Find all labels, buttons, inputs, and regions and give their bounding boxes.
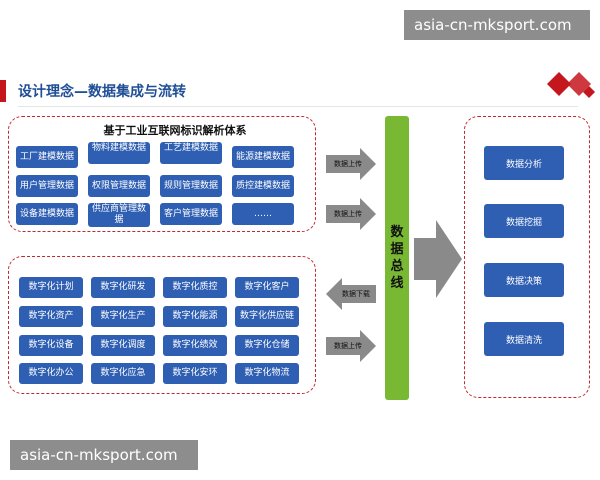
output-cell: 数据决策 bbox=[484, 263, 564, 297]
digital-cell: 数字化安环 bbox=[163, 363, 227, 384]
download-arrow-icon bbox=[326, 278, 376, 310]
model-cell: 客户管理数据 bbox=[160, 203, 222, 225]
model-group-title: 基于工业互联网标识解析体系 bbox=[103, 124, 247, 137]
upload-arrow-icon bbox=[326, 148, 376, 180]
arrow-label: 数据上传 bbox=[334, 210, 362, 218]
digital-cell: 数字化物流 bbox=[235, 363, 299, 384]
model-cell: 能源建模数据 bbox=[232, 146, 294, 168]
digital-cell: 数字化办公 bbox=[19, 363, 83, 384]
data-bus-label: 数据总线 bbox=[390, 225, 404, 291]
title-accent-bar bbox=[0, 80, 6, 102]
digital-cell: 数字化仓储 bbox=[235, 335, 299, 356]
watermark-top: asia-cn-mksport.com bbox=[404, 10, 590, 40]
model-data-group bbox=[8, 116, 316, 232]
model-cell: 工艺建模数据 bbox=[160, 142, 222, 164]
arrow-label: 数据上传 bbox=[334, 342, 362, 350]
digital-cell: 数字化研发 bbox=[91, 277, 155, 298]
output-cell: 数据分析 bbox=[484, 146, 564, 180]
output-arrow-icon bbox=[414, 220, 462, 298]
digital-cell: 数字化应急 bbox=[91, 363, 155, 384]
slide: 设计理念—数据集成与流转 基于工业互联网标识解析体系 工厂建模数据 物料建模数据… bbox=[0, 58, 600, 410]
model-cell: 规则管理数据 bbox=[160, 175, 222, 197]
model-cell: 质控建模数据 bbox=[232, 175, 294, 197]
digital-cell: 数字化计划 bbox=[19, 277, 83, 298]
data-application-group bbox=[464, 116, 590, 398]
model-cell: 用户管理数据 bbox=[16, 175, 78, 197]
digital-cell: 数字化生产 bbox=[91, 306, 155, 327]
model-cell: 物料建模数据 bbox=[88, 142, 150, 164]
title-divider bbox=[18, 106, 578, 107]
watermark-bottom: asia-cn-mksport.com bbox=[10, 440, 198, 470]
digital-cell: 数字化客户 bbox=[235, 277, 299, 298]
digital-cell: 数字化质控 bbox=[163, 277, 227, 298]
model-cell: 设备建模数据 bbox=[16, 203, 78, 225]
output-cell: 数据清洗 bbox=[484, 322, 564, 356]
model-cell: 供应商管理数据 bbox=[88, 203, 150, 227]
model-cell: 权限管理数据 bbox=[88, 175, 150, 197]
upload-arrow-icon bbox=[326, 198, 376, 230]
model-cell: 工厂建模数据 bbox=[16, 146, 78, 168]
page-title: 设计理念—数据集成与流转 bbox=[18, 84, 186, 100]
digital-cell: 数字化资产 bbox=[19, 306, 83, 327]
digital-cell: 数字化调度 bbox=[91, 335, 155, 356]
output-cell: 数据挖掘 bbox=[484, 204, 564, 238]
digital-function-group bbox=[8, 256, 316, 394]
digital-cell: 数字化绩效 bbox=[163, 335, 227, 356]
brand-logo-icon bbox=[547, 72, 595, 98]
digital-cell: 数字化设备 bbox=[19, 335, 83, 356]
digital-cell: 数字化能源 bbox=[163, 306, 227, 327]
upload-arrow-icon bbox=[326, 330, 376, 362]
arrow-label: 数据上传 bbox=[334, 160, 362, 168]
model-cell: …… bbox=[232, 203, 294, 225]
digital-cell: 数字化供应链 bbox=[235, 306, 299, 327]
data-bus: 数据总线 bbox=[385, 116, 409, 400]
arrow-label: 数据下载 bbox=[342, 290, 370, 298]
